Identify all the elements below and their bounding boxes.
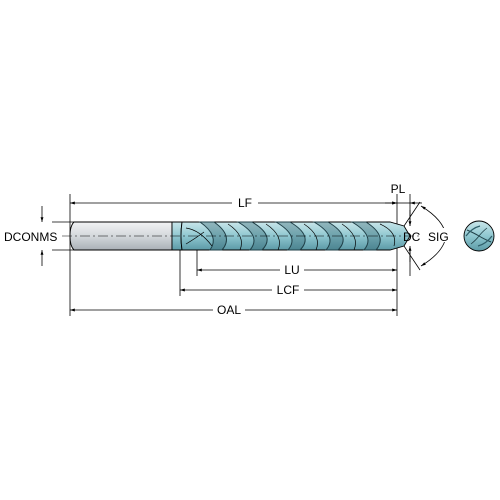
pl-label: PL — [391, 182, 406, 196]
lu-label: LU — [284, 263, 299, 277]
extension-lines — [52, 194, 411, 316]
lf-label: LF — [238, 196, 252, 210]
drill-body — [62, 221, 420, 251]
dc-label: DC — [403, 230, 421, 244]
drill-end-view — [463, 220, 495, 252]
flute-edges — [185, 223, 396, 251]
oal-label: OAL — [217, 303, 241, 317]
dcon-ms-label: DCONMS — [4, 230, 57, 244]
sig-label: SIG — [428, 230, 449, 244]
lcf-label: LCF — [277, 283, 300, 297]
drill-flute-section — [180, 221, 411, 251]
helical-flutes — [198, 221, 381, 251]
